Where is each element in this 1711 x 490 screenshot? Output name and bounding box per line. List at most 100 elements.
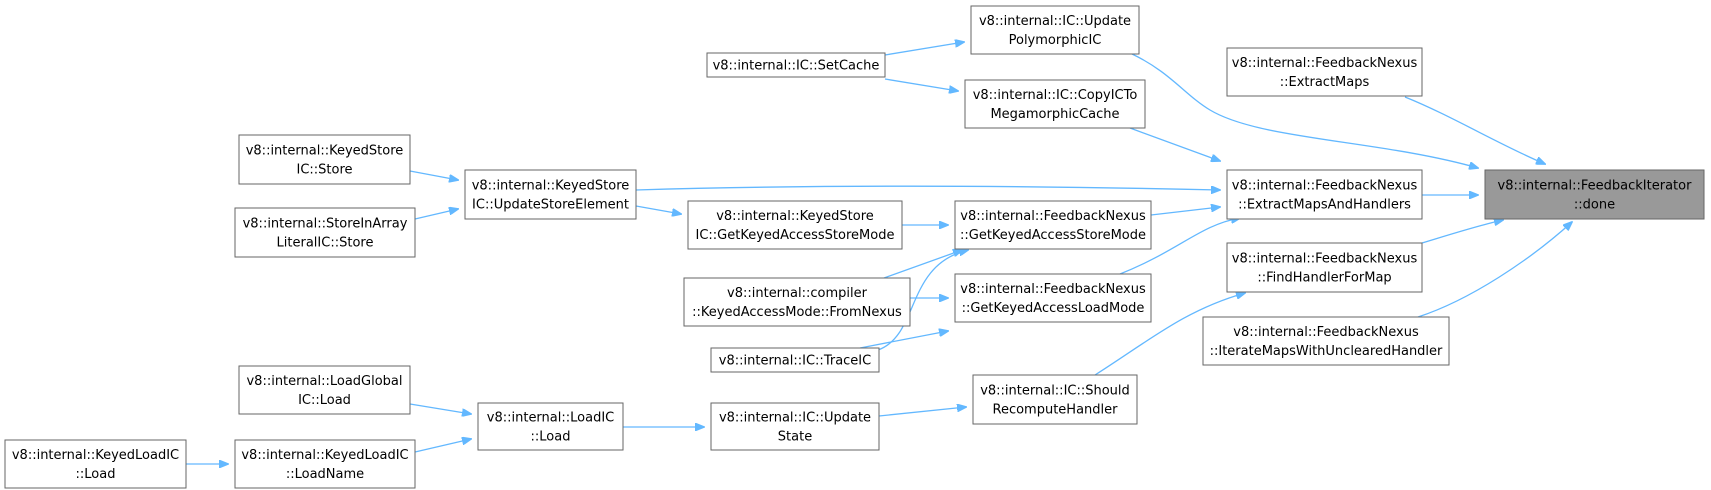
node-box <box>687 200 903 250</box>
node-label: v8::internal::FeedbackIterator <box>1498 179 1693 194</box>
node-label: v8::internal::KeyedLoadIC <box>241 448 408 463</box>
node-label: ::FindHandlerForMap <box>1257 271 1391 286</box>
node-label: ::done <box>1574 198 1615 213</box>
node-kamfn[interactable]: v8::internal::compiler::KeyedAccessMode:… <box>683 277 911 327</box>
node-setcache[interactable]: v8::internal::IC::SetCache <box>706 52 886 78</box>
node-label: IC::UpdateStoreElement <box>472 198 629 213</box>
node-box <box>954 273 1152 323</box>
node-label: v8::internal::KeyedStore <box>472 179 630 194</box>
edge-kamfn-to-fngkasm <box>883 250 962 279</box>
edge-kstore-to-kuse <box>409 170 458 180</box>
node-label: ::GetKeyedAccessLoadMode <box>962 301 1145 316</box>
node-label: v8::internal::IC::CopyICTo <box>973 88 1138 103</box>
node-box <box>234 207 416 258</box>
node-label: v8::internal::IC::Should <box>980 384 1130 399</box>
node-loadic[interactable]: v8::internal::LoadIC::Load <box>477 402 624 451</box>
node-box <box>954 200 1152 250</box>
node-done[interactable]: v8::internal::FeedbackIterator::done <box>1484 169 1705 220</box>
node-label: PolymorphicIC <box>1009 33 1102 48</box>
node-kloadname[interactable]: v8::internal::KeyedLoadIC::LoadName <box>234 439 416 489</box>
edge-kuse-to-kgkasm <box>635 205 681 214</box>
node-label: v8::internal::LoadGlobal <box>246 374 402 389</box>
edge-siarr-to-kuse <box>414 209 458 220</box>
edge-setcache-to-copyic <box>884 78 958 91</box>
node-imwuh[interactable]: v8::internal::FeedbackNexus::IterateMaps… <box>1202 316 1450 366</box>
node-label: ::Load <box>531 430 571 445</box>
node-label: v8::internal::FeedbackNexus <box>1232 179 1418 194</box>
node-box <box>1202 316 1450 366</box>
node-traceic[interactable]: v8::internal::IC::TraceIC <box>710 347 880 373</box>
node-box <box>477 402 624 451</box>
node-box <box>1226 169 1423 220</box>
edge-shouldrh-to-fhfm <box>1094 293 1245 376</box>
node-label: ::GetKeyedAccessStoreMode <box>960 228 1146 243</box>
node-box <box>464 169 637 220</box>
node-label: LiteralIC::Store <box>277 236 374 251</box>
node-label: ::IterateMapsWithUnclearedHandler <box>1210 344 1443 359</box>
node-box <box>972 374 1138 425</box>
edge-traceic-to-fngkalm <box>859 331 948 349</box>
node-emah[interactable]: v8::internal::FeedbackNexus::ExtractMaps… <box>1226 169 1423 220</box>
node-kloadic[interactable]: v8::internal::KeyedLoadIC::Load <box>4 439 187 489</box>
edge-updstate-to-shouldrh <box>878 407 966 417</box>
node-label: v8::internal::FeedbackNexus <box>960 209 1146 224</box>
node-label: v8::internal::KeyedStore <box>716 209 874 224</box>
node-copyic[interactable]: v8::internal::IC::CopyICToMegamorphicCac… <box>964 79 1146 129</box>
node-label: v8::internal::FeedbackNexus <box>960 282 1146 297</box>
node-label: ::LoadName <box>286 467 364 482</box>
edge-kloadname-to-loadic <box>414 439 471 453</box>
node-label: v8::internal::FeedbackNexus <box>1232 252 1418 267</box>
edge-upic-to-emah <box>1131 53 1478 168</box>
node-box <box>970 5 1140 55</box>
node-box <box>238 365 411 415</box>
node-siarr[interactable]: v8::internal::StoreInArrayLiteralIC::Sto… <box>234 207 416 258</box>
node-extract[interactable]: v8::internal::FeedbackNexus::ExtractMaps <box>1226 47 1423 97</box>
node-label: v8::internal::FeedbackNexus <box>1233 325 1419 340</box>
node-box <box>1484 169 1705 220</box>
node-label: v8::internal::compiler <box>727 286 868 301</box>
node-box <box>710 402 880 451</box>
node-label: v8::internal::LoadIC <box>487 411 614 426</box>
node-kuse[interactable]: v8::internal::KeyedStoreIC::UpdateStoreE… <box>464 169 637 220</box>
node-box <box>1226 47 1423 97</box>
node-label: MegamorphicCache <box>990 107 1119 122</box>
edge-ldglobal-to-loadic <box>409 403 471 414</box>
node-label: ::Load <box>76 467 116 482</box>
edge-fhfm-to-done <box>1421 220 1503 244</box>
edges-layer <box>186 42 1572 464</box>
node-label: IC::GetKeyedAccessStoreMode <box>696 228 895 243</box>
edge-imwuh-to-done <box>1417 222 1572 318</box>
node-fngkalm[interactable]: v8::internal::FeedbackNexus::GetKeyedAcc… <box>954 273 1152 323</box>
node-label: v8::internal::StoreInArray <box>243 217 408 232</box>
edge-copyic-to-emah <box>1129 127 1220 161</box>
node-label: ::ExtractMapsAndHandlers <box>1238 198 1411 213</box>
node-label: v8::internal::FeedbackNexus <box>1232 56 1418 71</box>
node-box <box>964 79 1146 129</box>
node-label: ::ExtractMaps <box>1280 75 1370 90</box>
edge-kuse-to-emah <box>635 185 1220 190</box>
node-box <box>4 439 187 489</box>
node-label: IC::Load <box>298 393 351 408</box>
node-label: ::KeyedAccessMode::FromNexus <box>692 305 902 320</box>
node-box <box>710 347 880 373</box>
node-label: RecomputeHandler <box>993 403 1119 418</box>
node-label: v8::internal::IC::Update <box>719 411 871 426</box>
node-box <box>683 277 911 327</box>
node-fngkasm[interactable]: v8::internal::FeedbackNexus::GetKeyedAcc… <box>954 200 1152 250</box>
node-label: v8::internal::KeyedLoadIC <box>12 448 179 463</box>
node-box <box>1226 242 1423 293</box>
node-label: v8::internal::IC::Update <box>979 14 1131 29</box>
edge-fngkasm-to-emah <box>1150 207 1220 216</box>
node-fhfm[interactable]: v8::internal::FeedbackNexus::FindHandler… <box>1226 242 1423 293</box>
node-label: v8::internal::KeyedStore <box>246 144 404 159</box>
node-label: v8::internal::IC::SetCache <box>713 59 880 74</box>
node-kgkasm[interactable]: v8::internal::KeyedStoreIC::GetKeyedAcce… <box>687 200 903 250</box>
edge-extract-to-done <box>1404 96 1545 164</box>
node-box <box>706 52 886 78</box>
